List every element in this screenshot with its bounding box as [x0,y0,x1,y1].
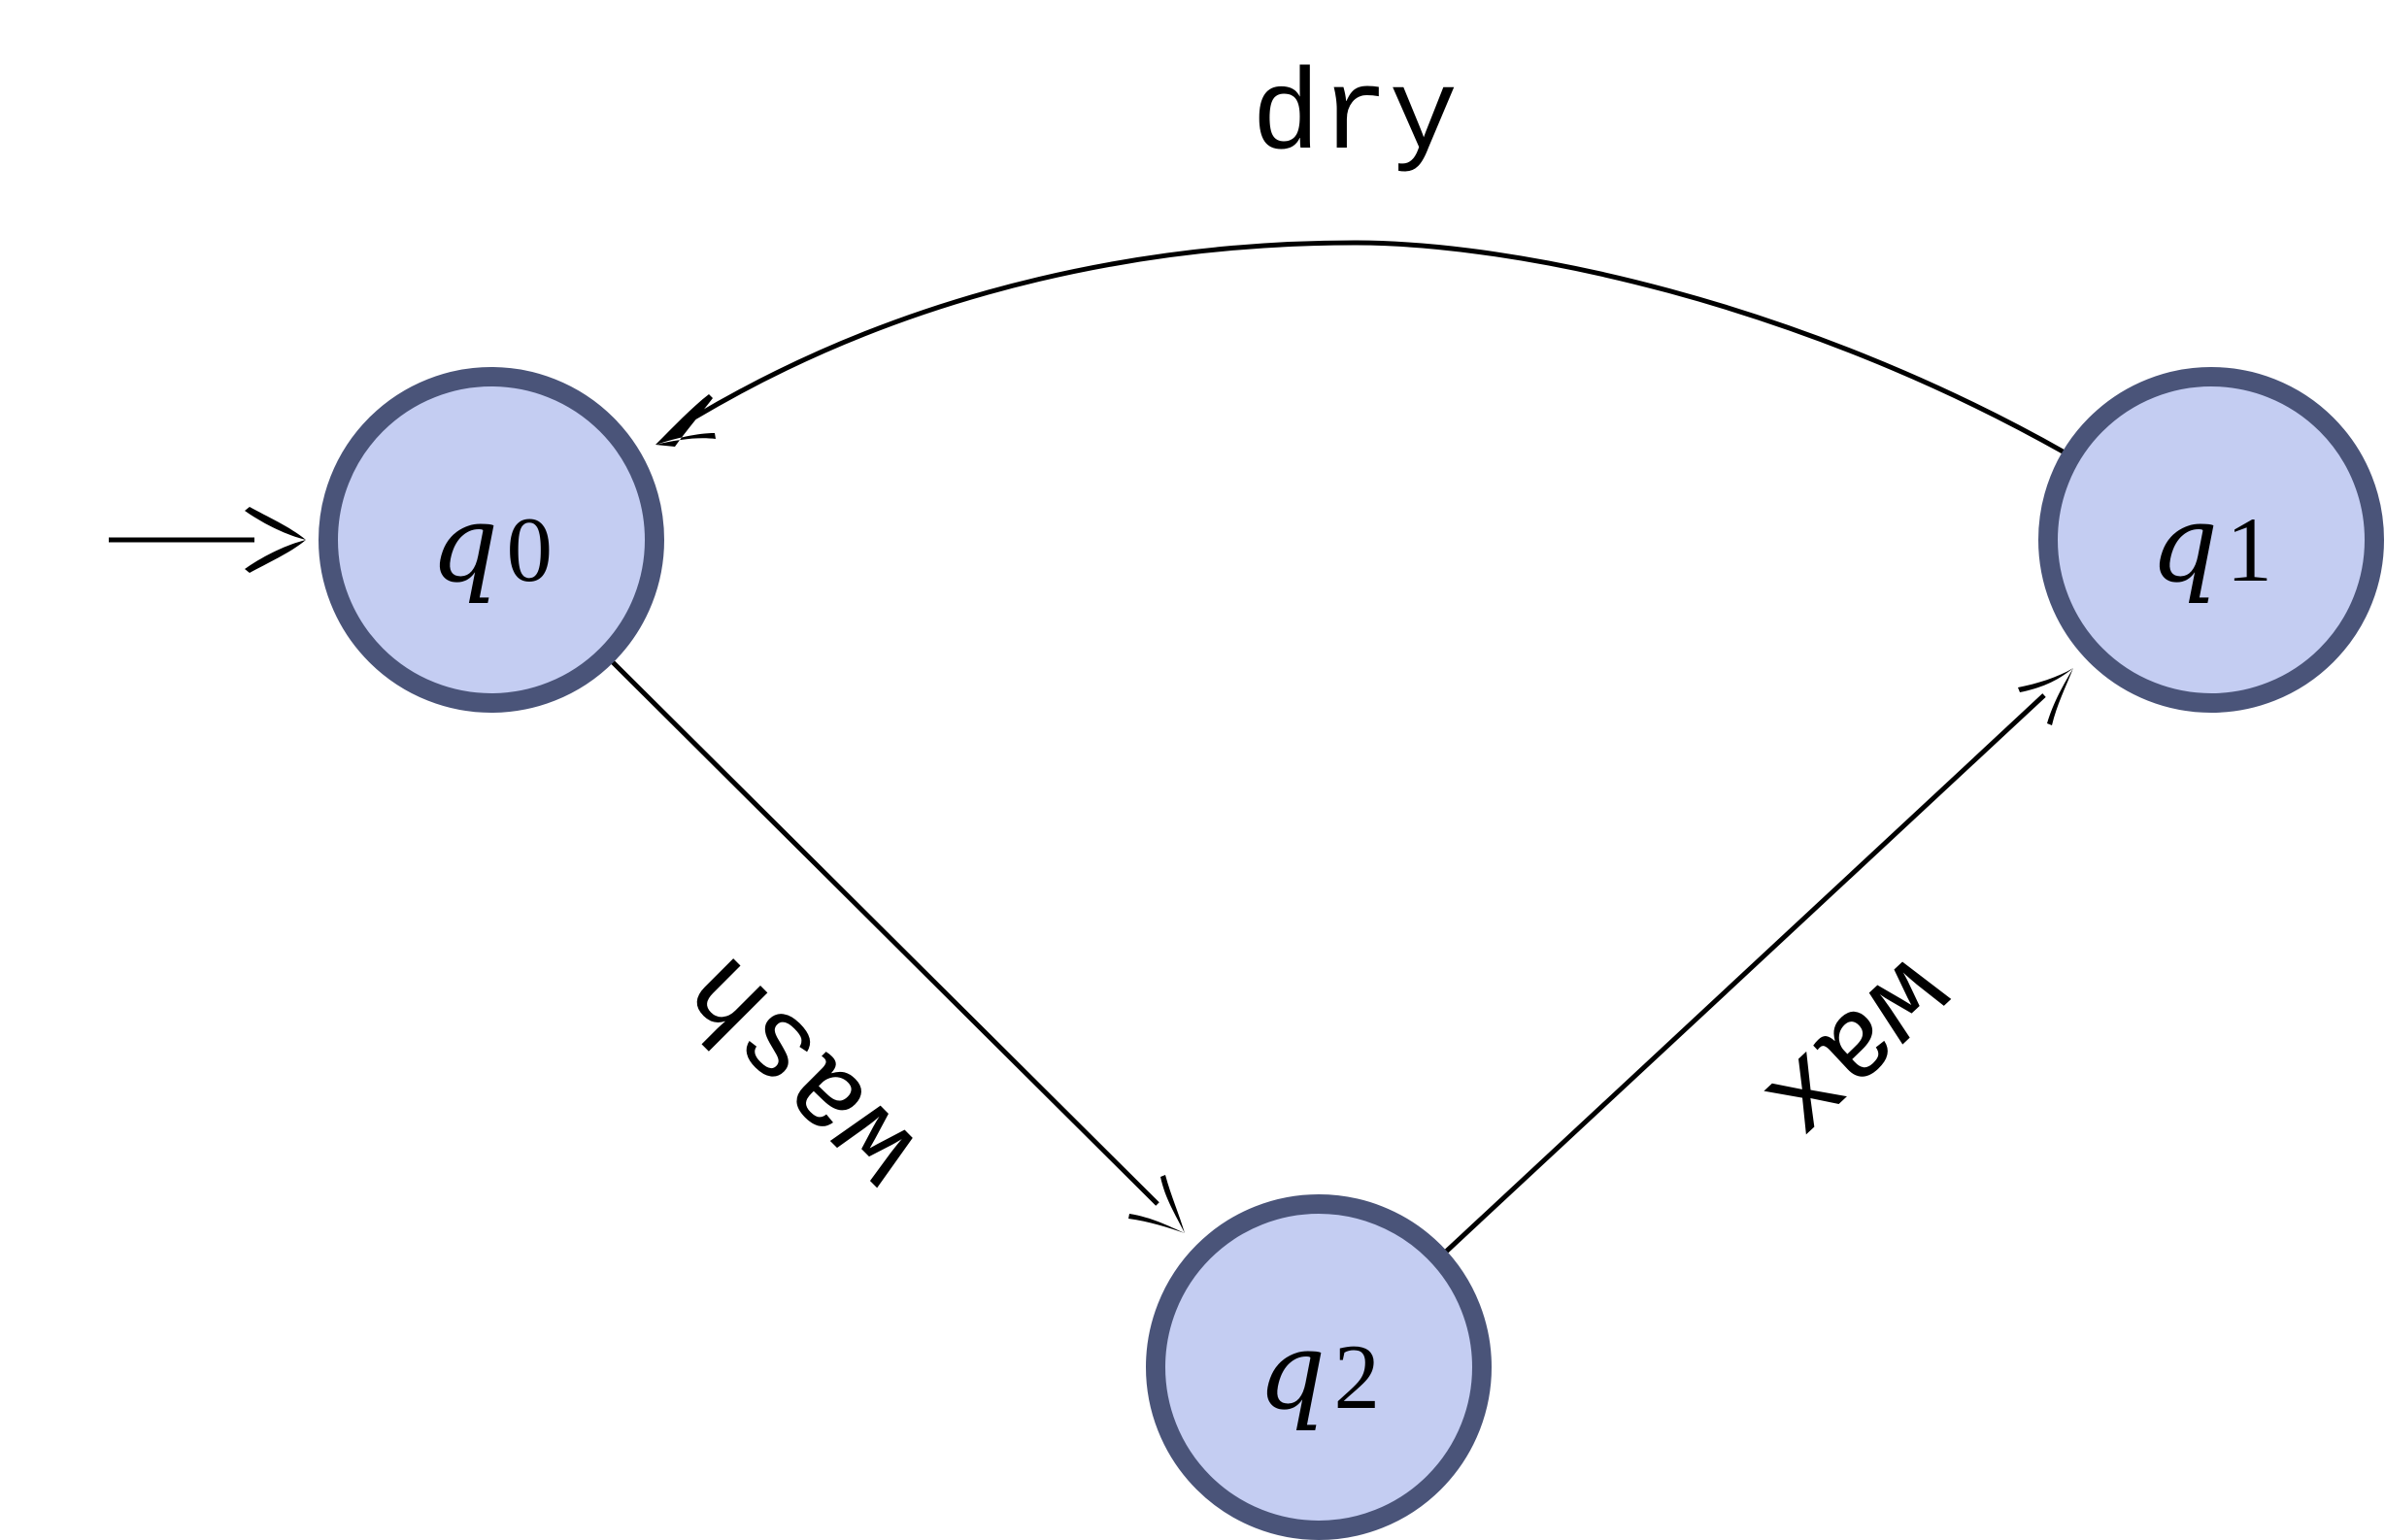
state-q0[interactable]: q0 [319,367,664,713]
state-q1[interactable]: q1 [2038,367,2384,713]
state-q2[interactable]: q2 [1146,1194,1492,1540]
state-label-q1: q1 [2150,482,2272,606]
transition-label-wax: wax [1736,928,1975,1163]
initial-arrow [109,507,306,573]
transition-dry: dry [655,53,2066,455]
transition-wash: wash [610,659,1185,1233]
transition-wax: wax [1443,668,2073,1255]
state-label-q2: q2 [1258,1309,1380,1433]
transition-label-wash: wash [659,926,945,1212]
state-label-q0: q0 [430,482,553,606]
transition-label-dry: dry [1252,53,1458,183]
